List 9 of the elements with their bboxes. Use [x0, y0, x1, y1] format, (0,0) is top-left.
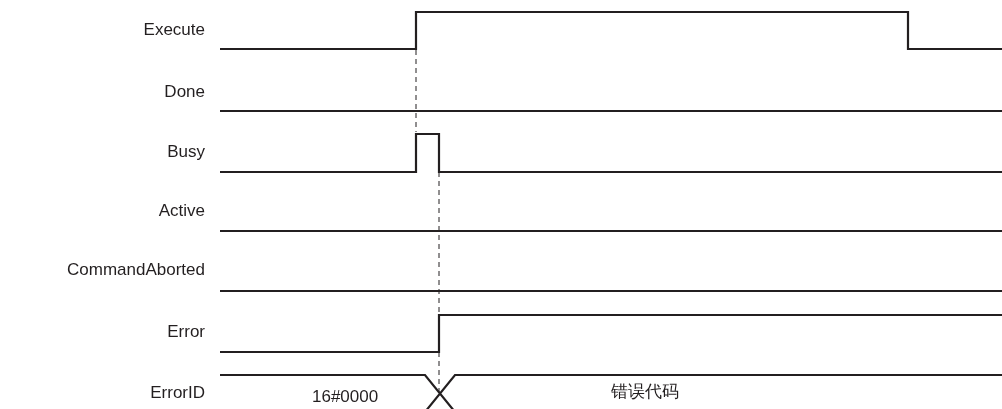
- signal-name: CommandAborted: [67, 260, 205, 280]
- signal-name: Execute: [143, 20, 205, 40]
- signal-name: Busy: [167, 142, 205, 162]
- signal-name: Error: [167, 322, 205, 342]
- signal-name: ErrorID: [150, 383, 205, 403]
- signal-name: Active: [158, 201, 205, 221]
- signal-name: Done: [164, 82, 205, 102]
- bus-value: 错误代码: [611, 382, 679, 402]
- bus-value: 16#0000: [312, 387, 379, 407]
